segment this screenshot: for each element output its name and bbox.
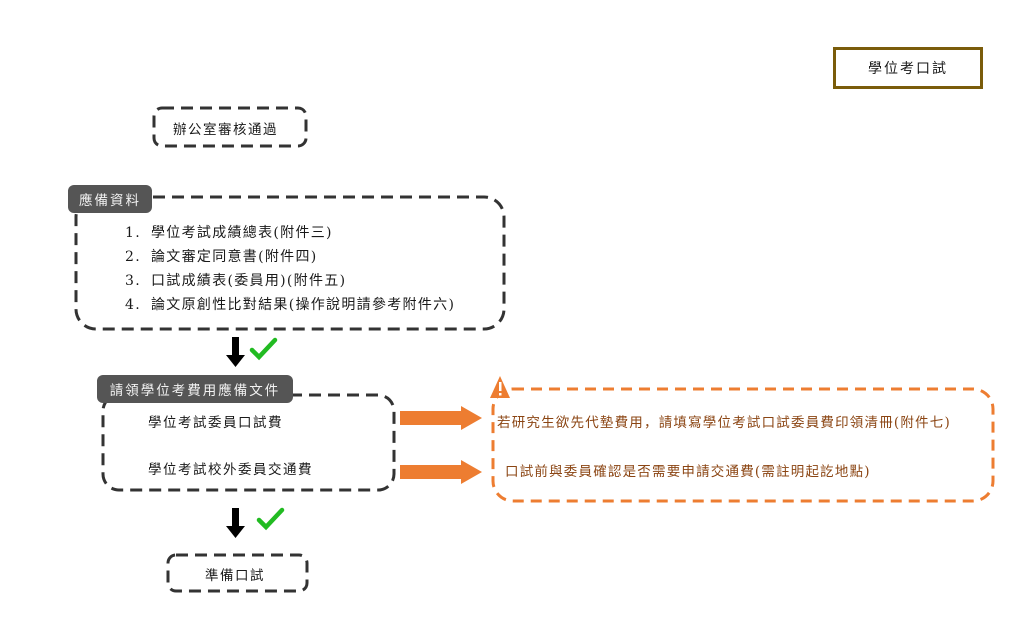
fee-docs-tag: 請領學位考費用應備文件 [97, 375, 293, 403]
title-box: 學位考口試 [833, 47, 983, 89]
checkmark-icon [256, 507, 285, 531]
fee-docs-tag-label: 請領學位考費用應備文件 [109, 383, 281, 399]
prepare-exam-box-border [166, 553, 309, 593]
fee-item-travel-fee: 學位考試校外委員交通費 [148, 462, 313, 478]
required-docs-tag-label: 應備資料 [79, 193, 141, 209]
office-review-box-border [152, 106, 308, 148]
required-docs-list: 1.學位考試成績總表(附件三) 2.論文審定同意書(附件四) 3.口試成績表(委… [125, 222, 455, 318]
required-docs-tag: 應備資料 [68, 185, 152, 213]
fee-docs-box-border [101, 393, 396, 492]
title-label: 學位考口試 [868, 61, 948, 77]
note-travel-fee-confirm: 口試前與委員確認是否需要申請交通費(需註明起訖地點) [505, 464, 871, 480]
checkmark-icon [249, 337, 278, 361]
note-advance-payment: 若研究生欲先代墊費用，請填寫學位考試口試委員費印領清冊(附件七) [497, 415, 951, 431]
down-arrow-icon [226, 508, 245, 538]
fee-item-exam-fee: 學位考試委員口試費 [148, 415, 283, 431]
list-item: 3.口試成績表(委員用)(附件五) [125, 273, 347, 289]
list-item: 2.論文審定同意書(附件四) [125, 249, 318, 265]
warning-icon [490, 376, 510, 398]
required-docs-box-border [74, 195, 506, 331]
list-item: 1.學位考試成績總表(附件三) [125, 225, 333, 241]
prepare-exam-label: 準備口試 [205, 568, 265, 584]
office-review-label: 辦公室審核通過 [173, 122, 278, 138]
right-arrow-icon [400, 406, 482, 430]
list-item: 4.論文原創性比對結果(操作說明請參考附件六) [125, 297, 456, 313]
down-arrow-icon [226, 337, 245, 367]
right-arrow-icon [400, 460, 482, 484]
notes-box-border [491, 387, 995, 503]
